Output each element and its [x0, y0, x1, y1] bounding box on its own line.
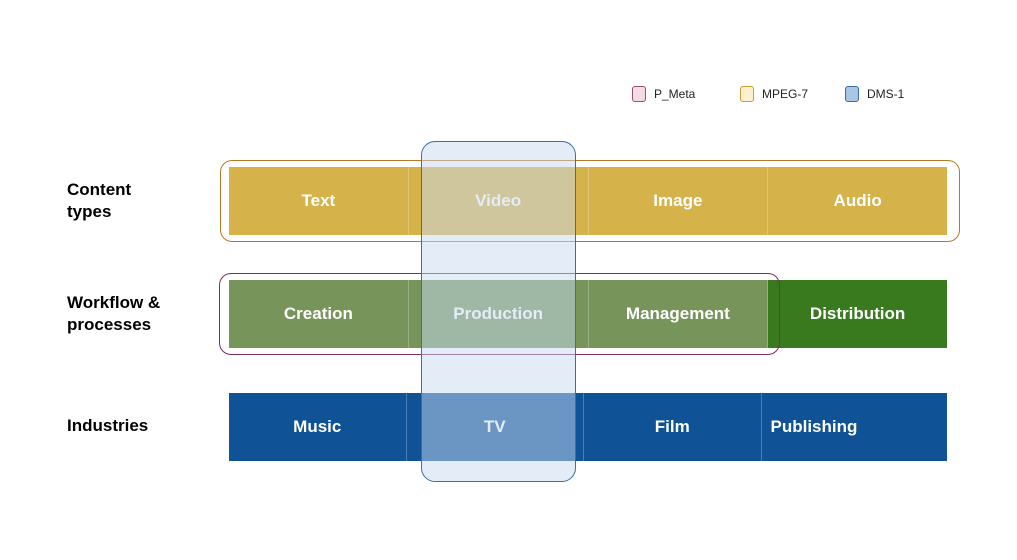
cell-music: Music	[229, 393, 407, 461]
cell-text: Text	[229, 167, 409, 235]
cell-audio: Audio	[768, 167, 947, 235]
dms1-swatch	[845, 86, 859, 102]
legend-label-mpeg7: MPEG-7	[762, 87, 809, 101]
cell-tv: TV	[406, 393, 584, 461]
cell-publishing: Publishing	[761, 393, 947, 461]
cell-image: Image	[588, 167, 769, 235]
legend-label-pmeta: P_Meta	[654, 87, 696, 101]
legend-item-pmeta: P_Meta	[632, 86, 695, 102]
cell-distribution: Distribution	[768, 280, 947, 348]
content-types-band: Text Video Image Audio	[229, 167, 947, 235]
legend-item-mpeg7: MPEG-7	[740, 86, 808, 102]
pmeta-swatch	[632, 86, 646, 102]
cell-management: Management	[588, 280, 769, 348]
industries-band: Music TV Film Publishing	[229, 393, 947, 461]
row-label-industries: Industries	[67, 416, 149, 435]
workflow-band: Creation Production Management Distribut…	[229, 280, 947, 348]
cell-film: Film	[584, 393, 762, 461]
row-label-content-types: Content types	[67, 180, 132, 221]
mpeg7-swatch	[740, 86, 754, 102]
cell-video: Video	[408, 167, 589, 235]
cell-creation: Creation	[229, 280, 409, 348]
legend-item-dms1: DMS-1	[845, 86, 904, 102]
row-label-workflow: Workflow & processes	[67, 293, 161, 334]
cell-production: Production	[408, 280, 589, 348]
legend-label-dms1: DMS-1	[867, 87, 905, 101]
